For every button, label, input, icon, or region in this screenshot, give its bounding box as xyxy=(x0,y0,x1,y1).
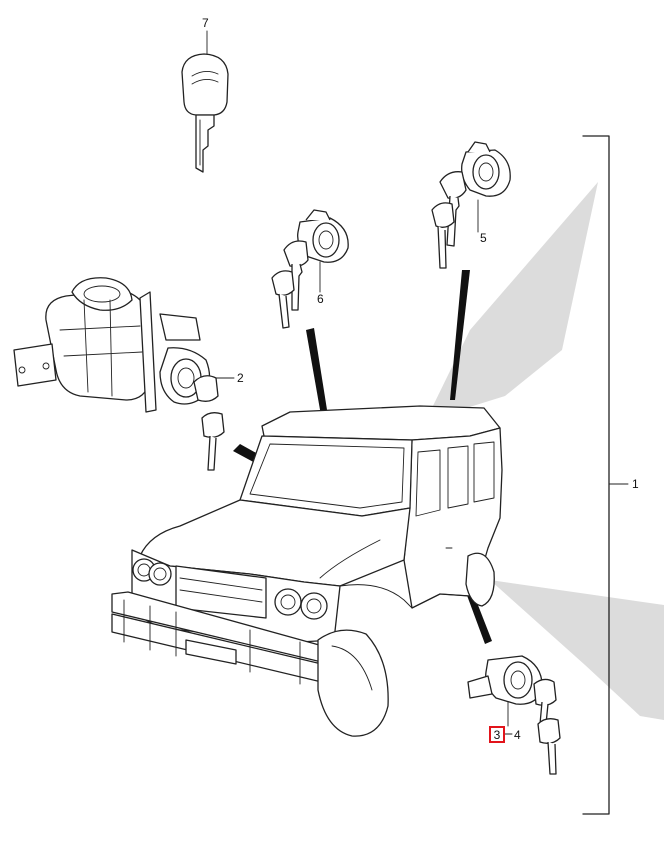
lock-5-drawing xyxy=(431,141,511,269)
leader-lines xyxy=(206,30,513,735)
projection-cone-upper xyxy=(430,182,598,412)
ignition-assembly-2-drawing xyxy=(13,277,225,471)
callout-1: 1 xyxy=(632,477,639,491)
callout-5: 5 xyxy=(480,231,487,245)
callout-7: 7 xyxy=(202,16,209,30)
callout-3-highlighted[interactable]: 3 xyxy=(489,726,505,743)
lock-4-drawing xyxy=(467,655,561,775)
callout-4: 4 xyxy=(514,728,521,742)
assembly-bracket xyxy=(582,135,629,815)
callout-6: 6 xyxy=(317,292,324,306)
callout-2: 2 xyxy=(237,371,244,385)
vehicle-drawing xyxy=(111,405,503,737)
key-7-drawing xyxy=(181,53,229,173)
projection-cone-lower xyxy=(490,580,664,720)
lock-6-drawing xyxy=(271,209,349,329)
